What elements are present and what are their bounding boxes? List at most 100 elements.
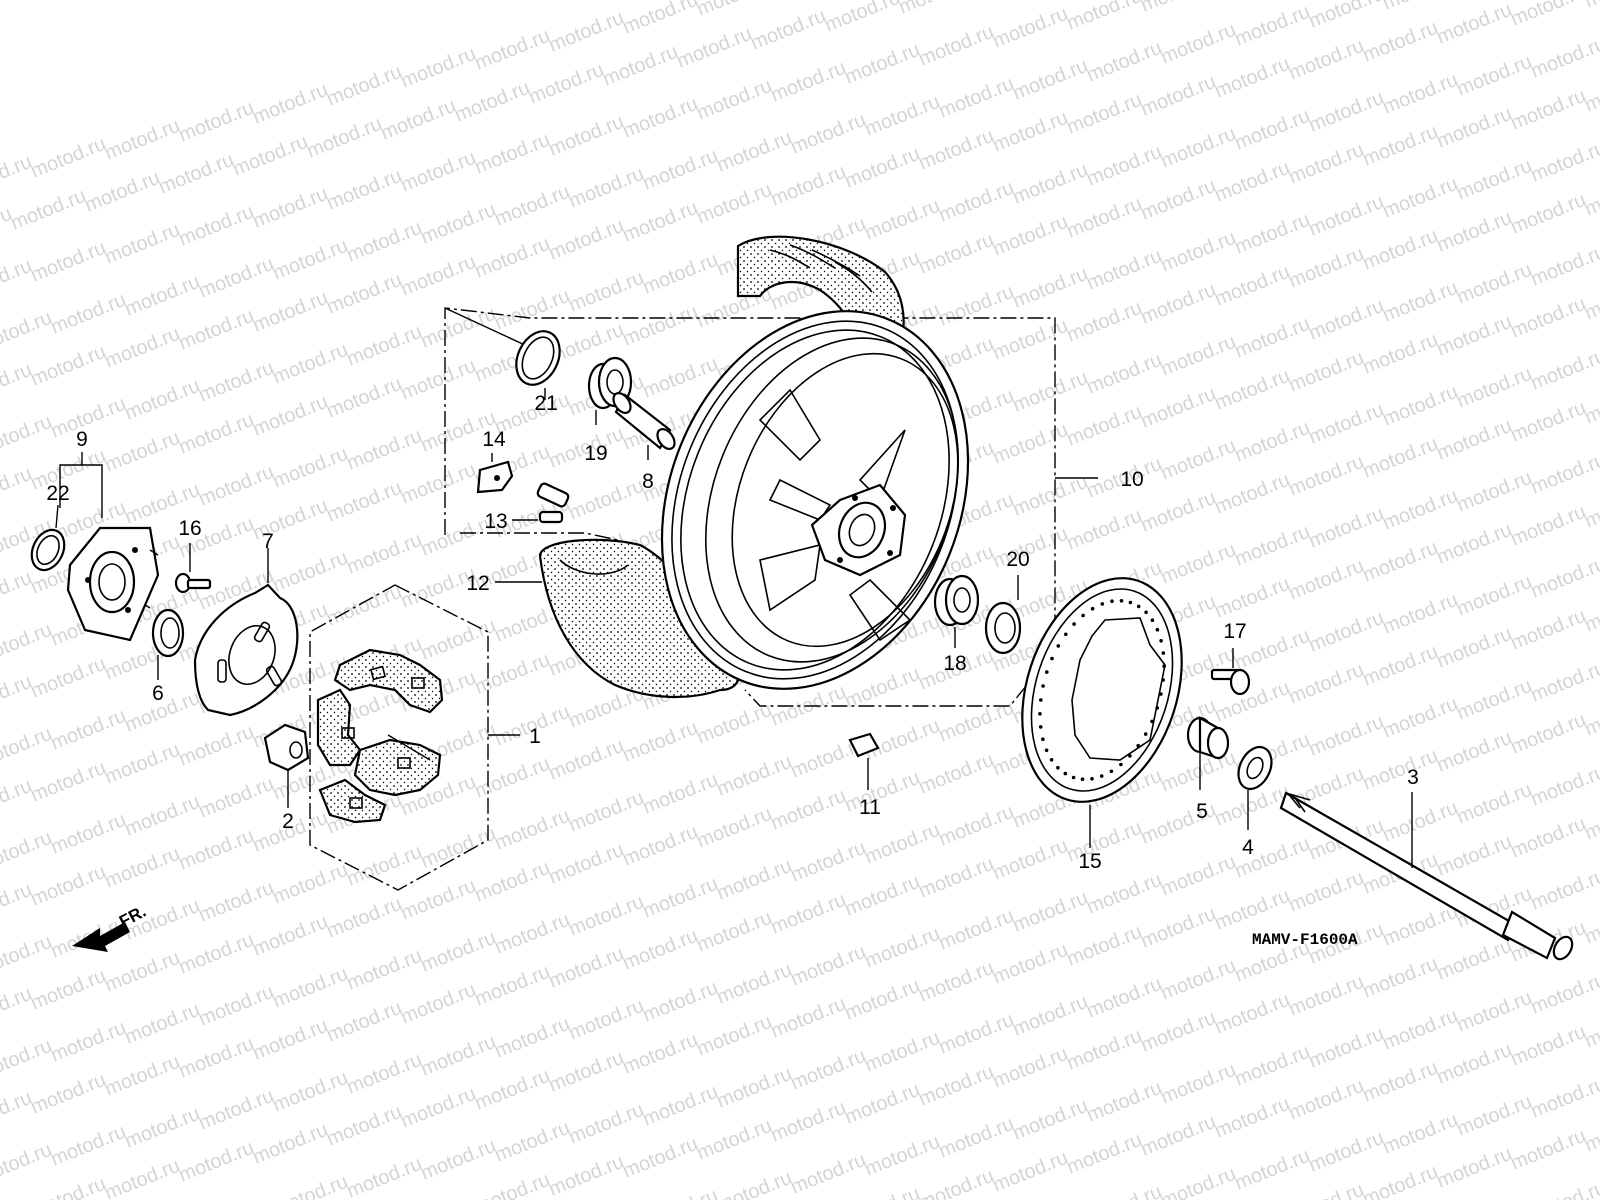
watermark-text: motod.ru <box>82 167 163 217</box>
watermark-text: motod.ru <box>250 79 331 129</box>
watermark-text: motod.ru <box>1064 817 1145 867</box>
watermark-text: motod.ru <box>1360 1057 1441 1107</box>
watermark-text: motod.ru <box>768 161 849 211</box>
disc-hole <box>1143 732 1148 736</box>
disc-hole <box>1144 610 1148 615</box>
watermark-text: motod.ru <box>620 93 701 143</box>
watermark-text: motod.ru <box>0 671 35 721</box>
watermark-text: motod.ru <box>990 835 1071 885</box>
watermark-text: motod.ru <box>156 149 237 199</box>
watermark-text: motod.ru <box>1434 831 1515 881</box>
rear-axle <box>1279 791 1574 961</box>
watermark-text: motod.ru <box>1138 1007 1219 1057</box>
watermark-text: motod.ru <box>640 977 721 1027</box>
watermark-text: motod.ru <box>842 39 923 89</box>
disc-hole <box>1080 777 1085 781</box>
watermark-text: motod.ru <box>566 267 647 317</box>
watermark-text: motod.ru <box>768 785 849 835</box>
watermark-text: motod.ru <box>768 57 849 107</box>
watermark-text: motod.ru <box>1360 329 1441 379</box>
watermark-text: motod.ru <box>250 183 331 233</box>
watermark-text: motod.ru <box>1528 553 1600 603</box>
watermark-text: motod.ru <box>1434 0 1515 49</box>
watermark-text: motod.ru <box>1084 973 1165 1023</box>
watermark-text: motod.ru <box>990 939 1071 989</box>
watermark-text: motod.ru <box>418 1031 499 1081</box>
watermark-text: motod.ru <box>0 931 55 981</box>
watermark-text: motod.ru <box>398 979 479 1029</box>
watermark-text: motod.ru <box>546 943 627 993</box>
watermark-text: motod.ru <box>1158 851 1239 901</box>
disc-hole <box>1050 656 1054 661</box>
disc-hole <box>1110 599 1114 603</box>
disc-hole <box>1161 678 1165 682</box>
watermark-text: motod.ru <box>472 857 553 907</box>
watermark-text: motod.ru <box>1138 487 1219 537</box>
watermark-text: motod.ru <box>1360 225 1441 275</box>
callout-3: 3 <box>1407 766 1419 789</box>
watermark-text: motod.ru <box>1064 89 1145 139</box>
watermark-text: motod.ru <box>472 25 553 75</box>
watermark-text: motod.ru <box>1064 193 1145 243</box>
watermark-text: motod.ru <box>936 177 1017 227</box>
watermark-text: motod.ru <box>990 419 1071 469</box>
watermark-text: motod.ru <box>398 355 479 405</box>
watermark-text: motod.ru <box>714 751 795 801</box>
watermark-text: motod.ru <box>1138 279 1219 329</box>
watermark-text: motod.ru <box>1454 363 1535 413</box>
watermark-text: motod.ru <box>600 41 681 91</box>
watermark-text: motod.ru <box>0 567 35 617</box>
watermark-text: motod.ru <box>640 873 721 923</box>
watermark-text: motod.ru <box>1232 1145 1313 1195</box>
watermark-text: motod.ru <box>492 1013 573 1063</box>
callout-13: 13 <box>484 510 507 533</box>
watermark-text: motod.ru <box>1380 693 1461 743</box>
watermark-text: motod.ru <box>990 1043 1071 1093</box>
watermark-text: motod.ru <box>842 1079 923 1129</box>
callout-8: 8 <box>642 470 654 493</box>
watermark-text: motod.ru <box>1138 1111 1219 1161</box>
watermark-text: motod.ru <box>324 373 405 423</box>
watermark-text: motod.ru <box>1434 207 1515 257</box>
watermark-text: motod.ru <box>1084 349 1165 399</box>
watermark-text: motod.ru <box>566 891 647 941</box>
disc-hole <box>1045 670 1049 674</box>
watermark-text: motod.ru <box>862 1027 943 1077</box>
watermark-text: motod.ru <box>0 983 35 1033</box>
watermark-text: motod.ru <box>1212 53 1293 103</box>
watermark-text: motod.ru <box>1010 1095 1091 1145</box>
watermark-text: motod.ru <box>640 769 721 819</box>
disc-hole <box>1150 719 1154 724</box>
watermark-text: motod.ru <box>714 959 795 1009</box>
watermark-text: motod.ru <box>1158 19 1239 69</box>
watermark-text: motod.ru <box>102 323 183 373</box>
watermark-text: motod.ru <box>102 843 183 893</box>
watermark-text: motod.ru <box>1158 747 1239 797</box>
disc-hole <box>1090 606 1095 611</box>
watermark-text: motod.ru <box>1434 415 1515 465</box>
watermark-text: motod.ru <box>620 197 701 247</box>
watermark-text: motod.ru <box>344 425 425 475</box>
watermark-text: motod.ru <box>28 757 109 807</box>
watermark-text: motod.ru <box>936 1009 1017 1059</box>
watermark-text: motod.ru <box>862 1131 943 1181</box>
watermark-text: motod.ru <box>620 925 701 975</box>
watermark-text: motod.ru <box>344 841 425 891</box>
watermark-text: motod.ru <box>862 91 943 141</box>
watermark-text: motod.ru <box>1380 0 1461 15</box>
watermark-text: motod.ru <box>196 981 277 1031</box>
watermark-text: motod.ru <box>0 879 35 929</box>
watermark-text: motod.ru <box>398 1083 479 1133</box>
watermark-text: motod.ru <box>492 1117 573 1167</box>
watermark-text: motod.ru <box>270 235 351 285</box>
watermark-text: motod.ru <box>102 1051 183 1101</box>
watermark-text: motod.ru <box>1528 1073 1600 1123</box>
watermark-text: motod.ru <box>8 185 89 235</box>
disc-hole <box>1155 627 1160 632</box>
watermark-text: motod.ru <box>936 281 1017 331</box>
watermark-text: motod.ru <box>1306 0 1387 33</box>
watermark-text: motod.ru <box>1582 275 1600 325</box>
watermark-text: motod.ru <box>1528 33 1600 83</box>
watermark-text: motod.ru <box>176 1033 257 1083</box>
watermark-text: motod.ru <box>566 787 647 837</box>
